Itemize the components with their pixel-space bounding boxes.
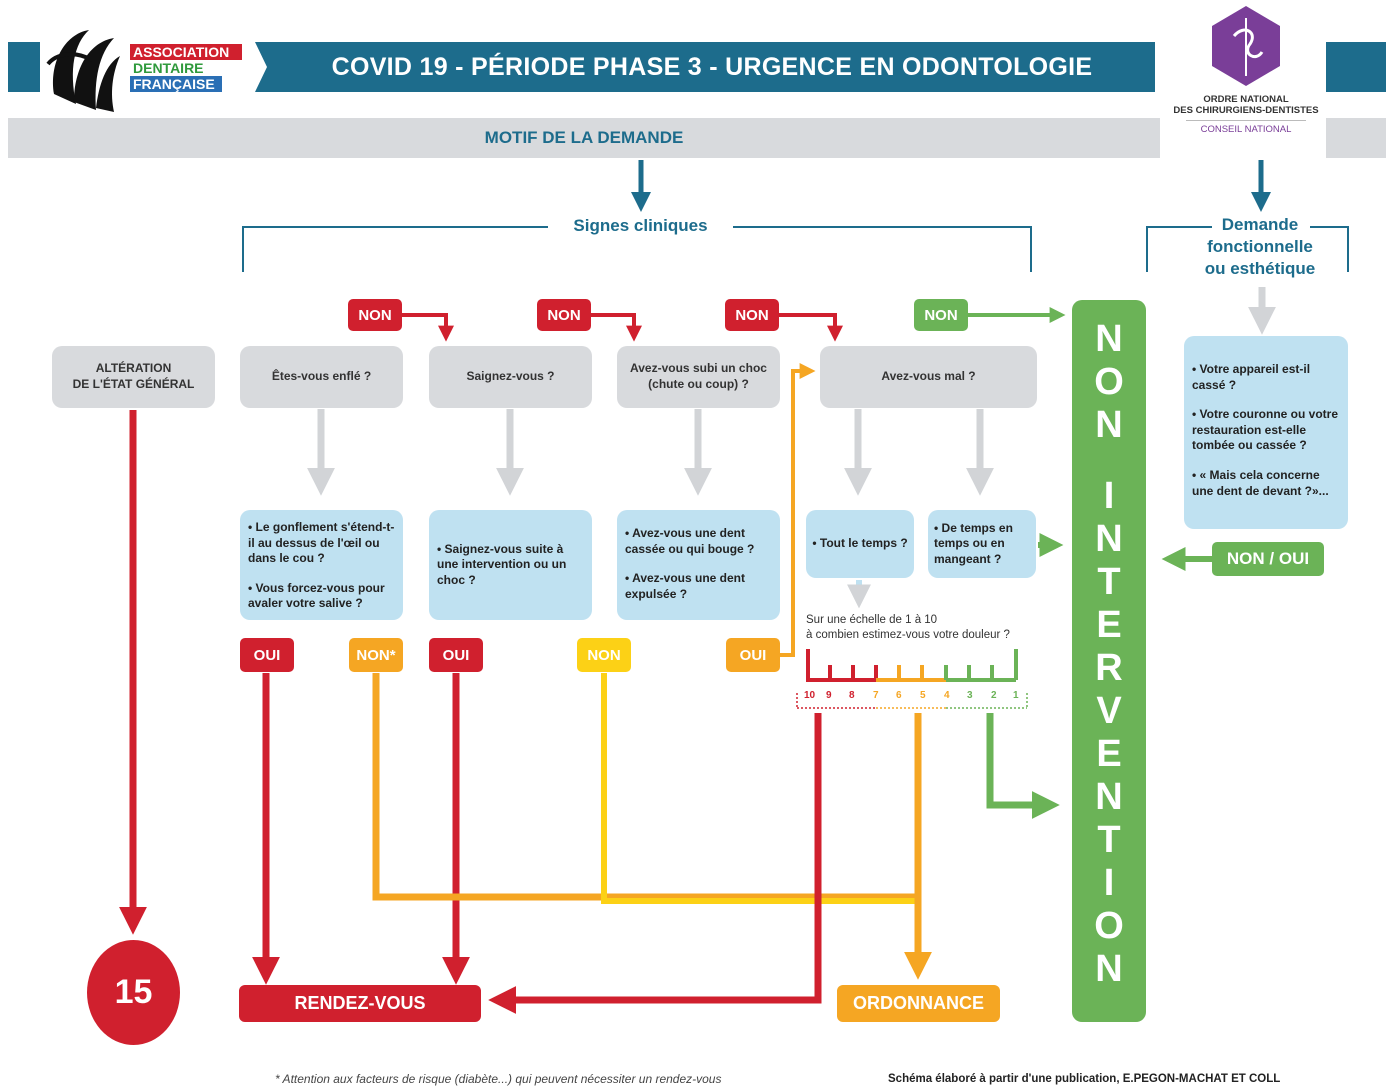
ordre-text-block: ORDRE NATIONAL DES CHIRURGIENS-DENTISTES… bbox=[1160, 92, 1332, 142]
pain-scale-question-line-1: Sur une échelle de 1 à 10 bbox=[806, 614, 938, 626]
ordre-line-1: ORDRE NATIONAL bbox=[1203, 94, 1289, 105]
detail-choc: Avez-vous une dent cassée ou qui bouge ?… bbox=[617, 510, 780, 620]
detail-enfle-item: Le gonflement s'étend-t-il au dessus de … bbox=[248, 520, 395, 567]
association-line-3: FRANÇAISE bbox=[130, 76, 222, 92]
non-intervention-letter: E bbox=[1096, 604, 1122, 646]
page-title: COVID 19 - PÉRIODE PHASE 3 - URGENCE EN … bbox=[331, 52, 1093, 81]
question-mal: Avez-vous mal ? bbox=[820, 346, 1037, 408]
header-band-left bbox=[8, 42, 40, 92]
non-tag-saignez: NON bbox=[537, 299, 591, 331]
non-intervention-letter: O bbox=[1094, 361, 1124, 403]
alteration-line-2: DE L'ÉTAT GÉNÉRAL bbox=[72, 377, 195, 391]
detail-enfle-item: Vous forcez-vous pour avaler votre saliv… bbox=[248, 581, 395, 612]
non-intervention-letter: N bbox=[1095, 948, 1123, 990]
conseil-national: CONSEIL NATIONAL bbox=[1200, 124, 1292, 135]
non-intervention-letter: O bbox=[1094, 905, 1124, 947]
footer-note: * Attention aux facteurs de risque (diab… bbox=[275, 1072, 722, 1086]
non-intervention-letter: I bbox=[1103, 475, 1115, 517]
demande-line-3: ou esthétique bbox=[1204, 259, 1316, 278]
non-intervention-letter: N bbox=[1095, 404, 1123, 446]
non-tag-choc: NON bbox=[725, 299, 779, 331]
pain-number: 7 bbox=[873, 690, 879, 701]
oui-tag-enfle: OUI bbox=[240, 638, 294, 672]
choc-line-2: (chute ou coup) ? bbox=[648, 377, 749, 391]
demande-line-1: Demande bbox=[1221, 215, 1299, 234]
pain-number: 2 bbox=[991, 690, 997, 701]
pain-number: 1 bbox=[1013, 690, 1019, 701]
non-tag-mal: NON bbox=[914, 299, 968, 331]
pain-number: 4 bbox=[944, 690, 950, 701]
adf-logo-icon bbox=[46, 30, 120, 112]
pain-scale-question: Sur une échelle de 1 à 10 à combien esti… bbox=[806, 613, 1056, 643]
non-intervention-letter: T bbox=[1097, 819, 1121, 861]
pain-scale bbox=[806, 649, 1018, 682]
detail-tout-temps-item: Tout le temps ? bbox=[812, 536, 908, 552]
non-intervention-letter: N bbox=[1095, 776, 1123, 818]
non-intervention-letter: N bbox=[1095, 318, 1123, 360]
non-intervention-letter: N bbox=[1095, 518, 1123, 560]
detail-de-temps-item: De temps en temps ou en mangeant ? bbox=[934, 521, 1030, 568]
detail-fonctionnelle: Votre appareil est-il cassé ? Votre cour… bbox=[1184, 336, 1348, 529]
motif-bar-right bbox=[1326, 118, 1386, 158]
non-intervention-letter: I bbox=[1103, 862, 1115, 904]
detail-choc-item: Avez-vous une dent cassée ou qui bouge ? bbox=[625, 526, 772, 557]
demande-line-2: fonctionnelle bbox=[1207, 237, 1313, 256]
non-tag-enfle: NON bbox=[348, 299, 402, 331]
pain-scale-question-line-2: à combien estimez-vous votre douleur ? bbox=[806, 629, 1010, 641]
non-tag-saignez-suite: NON bbox=[577, 638, 631, 672]
non-star-tag: NON* bbox=[349, 638, 403, 672]
question-choc: Avez-vous subi un choc(chute ou coup) ? bbox=[617, 346, 780, 408]
question-saignez: Saignez-vous ? bbox=[429, 346, 592, 408]
detail-de-temps: De temps en temps ou en mangeant ? bbox=[928, 510, 1036, 578]
choc-line-1: Avez-vous subi un choc bbox=[630, 361, 767, 376]
non-intervention-letter bbox=[1072, 447, 1146, 475]
pain-number: 6 bbox=[896, 690, 902, 701]
association-line-2: DENTAIRE bbox=[133, 60, 204, 76]
detail-saignez: Saignez-vous suite à une intervention ou… bbox=[429, 510, 592, 620]
detail-saignez-item: Saignez-vous suite à une intervention ou… bbox=[437, 542, 584, 589]
detail-choc-item: Avez-vous une dent expulsée ? bbox=[625, 571, 772, 602]
pain-scale-range bbox=[796, 693, 1028, 709]
non-intervention-letter: E bbox=[1096, 733, 1122, 775]
pain-number: 3 bbox=[967, 690, 973, 701]
rendez-vous-box: RENDEZ-VOUS bbox=[239, 985, 481, 1022]
ordre-divider bbox=[1186, 120, 1306, 121]
ordre-logo-icon bbox=[1212, 6, 1280, 86]
non-intervention-letter: V bbox=[1096, 690, 1122, 732]
association-line-1: ASSOCIATION bbox=[130, 44, 242, 60]
non-intervention-letter: T bbox=[1097, 561, 1121, 603]
demande-label: Demande fonctionnelle ou esthétique bbox=[1180, 214, 1340, 280]
header-band-right bbox=[1326, 42, 1386, 92]
pain-number: 9 bbox=[826, 690, 832, 701]
pain-number: 10 bbox=[804, 690, 816, 701]
signes-cliniques-label: Signes cliniques bbox=[573, 216, 708, 235]
title-banner bbox=[255, 42, 1155, 92]
emergency-15-circle: 15 bbox=[87, 940, 180, 1045]
non-oui-tag: NON / OUI bbox=[1212, 542, 1324, 576]
oui-tag-saignez: OUI bbox=[429, 638, 483, 672]
pain-number: 5 bbox=[920, 690, 926, 701]
detail-fonctionnelle-item: Votre appareil est-il cassé ? bbox=[1192, 362, 1340, 393]
alteration-line-1: ALTÉRATION bbox=[95, 361, 172, 376]
ordre-line-2: DES CHIRURGIENS-DENTISTES bbox=[1173, 105, 1319, 116]
oui-tag-choc: OUI bbox=[726, 638, 780, 672]
question-enfle: Êtes-vous enflé ? bbox=[240, 346, 403, 408]
detail-enfle: Le gonflement s'étend-t-il au dessus de … bbox=[240, 510, 403, 620]
pain-scale-numbers: 10 9 8 7 6 5 4 3 2 1 bbox=[800, 690, 1030, 704]
association-logo-text: ASSOCIATION DENTAIRE FRANÇAISE bbox=[130, 44, 242, 92]
detail-fonctionnelle-item: Votre couronne ou votre restauration est… bbox=[1192, 407, 1340, 454]
footer-credit: Schéma élaboré à partir d'une publicatio… bbox=[888, 1073, 1281, 1085]
ordonnance-box: ORDONNANCE bbox=[837, 985, 1000, 1022]
detail-fonctionnelle-item: « Mais cela concerne une dent de devant … bbox=[1192, 468, 1340, 499]
non-intervention-letter: R bbox=[1095, 647, 1123, 689]
detail-tout-temps: Tout le temps ? bbox=[806, 510, 914, 578]
motif-bar: MOTIF DE LA DEMANDE bbox=[8, 118, 1160, 158]
pain-number: 8 bbox=[849, 690, 855, 701]
